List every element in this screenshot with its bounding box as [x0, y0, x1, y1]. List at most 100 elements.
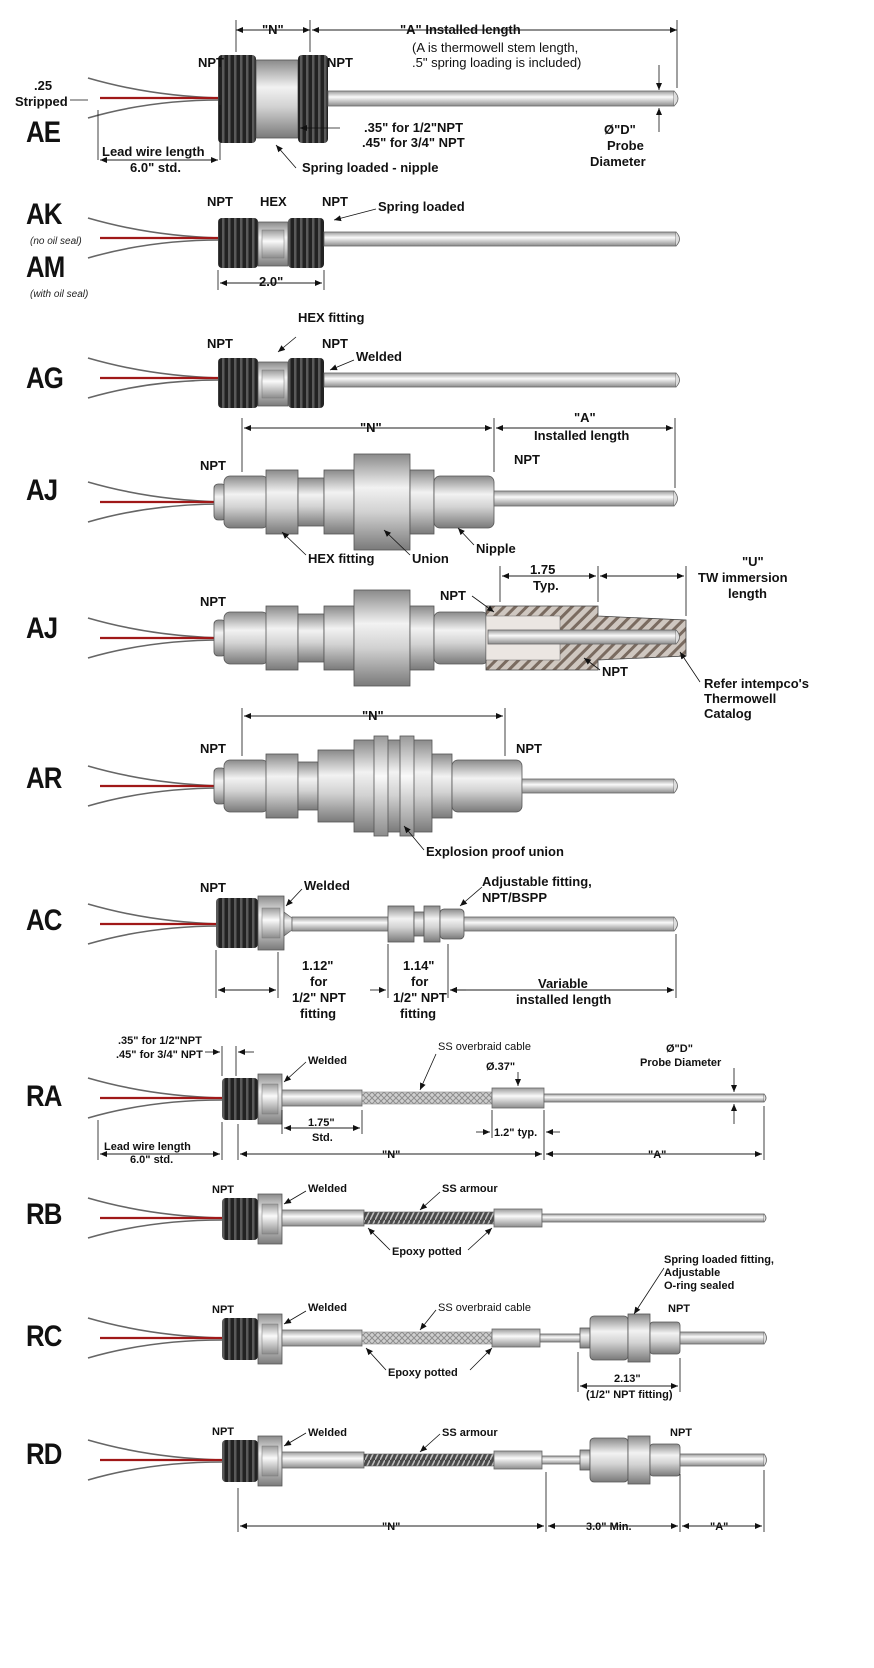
ac-dim1-for: for — [310, 974, 327, 989]
ra-std-value: 1.75" — [308, 1117, 335, 1129]
aj2-length: length — [728, 586, 767, 601]
model-note-am: (with oil seal) — [30, 289, 89, 300]
model-code-ak: AK — [26, 198, 62, 231]
rd-armour-label: SS armour — [442, 1427, 498, 1439]
rc-epoxy-label: Epoxy potted — [388, 1367, 458, 1379]
aj1-npt-left: NPT — [200, 458, 226, 473]
rc-cable-label: SS overbraid cable — [438, 1302, 531, 1314]
rc-assembly — [87, 1267, 767, 1392]
aj2-npt-left: NPT — [200, 594, 226, 609]
ra-cable-label: SS overbraid cable — [438, 1041, 531, 1053]
rc-spring3: O-ring sealed — [664, 1280, 734, 1292]
rd-welded-label: Welded — [308, 1427, 347, 1439]
rc-npt-left: NPT — [212, 1304, 234, 1316]
rb-assembly — [87, 1190, 767, 1251]
rd-assembly — [87, 1432, 767, 1532]
aj2-refer3: Catalog — [704, 706, 752, 721]
model-code-ar: AR — [26, 762, 62, 795]
model-code-aj-1: AJ — [26, 474, 58, 507]
ra-n-dim: "N" — [382, 1149, 400, 1161]
ar-npt-right: NPT — [516, 741, 542, 756]
aj2-refer2: Thermowell — [704, 691, 776, 706]
ae-d-label: Ø"D" — [604, 122, 636, 137]
rd-npt-left: NPT — [212, 1426, 234, 1438]
rd-n-dim: "N" — [382, 1521, 400, 1533]
aj1-assembly — [87, 418, 678, 556]
ra-assembly — [87, 1046, 767, 1160]
ac-variable: Variable — [538, 976, 588, 991]
ae-npt-left: NPT — [198, 55, 224, 70]
rb-welded-label: Welded — [308, 1183, 347, 1195]
rc-dim-label: (1/2" NPT fitting) — [586, 1389, 673, 1401]
rd-min-label: 3.0" Min. — [586, 1521, 632, 1533]
ag-assembly — [87, 336, 680, 408]
aj1-npt-right: NPT — [514, 452, 540, 467]
rd-npt-right: NPT — [670, 1427, 692, 1439]
rc-spring1: Spring loaded fitting, — [664, 1254, 774, 1266]
ac-dim2-fitting: fitting — [400, 1006, 436, 1021]
model-code-rb: RB — [26, 1198, 62, 1231]
ae-n-dim: "N" — [262, 22, 284, 37]
aj1-installed-length: Installed length — [534, 428, 629, 443]
aj2-typ-value: 1.75 — [530, 562, 555, 577]
ac-adjustable1: Adjustable fitting, — [482, 874, 592, 889]
ae-assembly — [70, 20, 679, 169]
ac-adjustable2: NPT/BSPP — [482, 890, 547, 905]
rc-npt-right: NPT — [668, 1303, 690, 1315]
ag-npt-right: NPT — [322, 336, 348, 351]
aj2-npt-bottom: NPT — [602, 664, 628, 679]
ak-spring-label: Spring loaded — [378, 199, 465, 214]
ae-stripped-value: .25 — [34, 78, 52, 93]
ar-n-dim: "N" — [362, 708, 384, 723]
ra-probe-diameter: Probe Diameter — [640, 1057, 722, 1069]
ac-dim2-for: for — [411, 974, 428, 989]
ra-phi-label: Ø.37" — [486, 1061, 515, 1073]
ac-dim1-npt: 1/2" NPT — [292, 990, 346, 1005]
ak-dim-label: 2.0" — [259, 274, 283, 289]
ar-union-label: Explosion proof union — [426, 844, 564, 859]
model-note-ak: (no oil seal) — [30, 236, 82, 247]
ak-npt-left: NPT — [207, 194, 233, 209]
rc-dim-value: 2.13" — [614, 1373, 641, 1385]
ar-npt-left: NPT — [200, 741, 226, 756]
ra-d-label: Ø"D" — [666, 1043, 693, 1055]
ae-a-note2: .5" spring loading is included) — [412, 55, 581, 70]
aj2-npt-mid: NPT — [440, 588, 466, 603]
ag-npt-left: NPT — [207, 336, 233, 351]
ac-npt: NPT — [200, 880, 226, 895]
model-code-aj-2: AJ — [26, 612, 58, 645]
ae-npt-length1: .35" for 1/2"NPT — [364, 120, 463, 135]
aj1-nipple-label: Nipple — [476, 541, 516, 556]
ac-dim2-npt: 1/2" NPT — [393, 990, 447, 1005]
model-code-ac: AC — [26, 904, 62, 937]
aj1-hex-label: HEX fitting — [308, 551, 374, 566]
ae-diameter-label: Diameter — [590, 154, 646, 169]
aj2-refer1: Refer intempco's — [704, 676, 809, 691]
rb-armour-label: SS armour — [442, 1183, 498, 1195]
model-code-am: AM — [26, 251, 65, 284]
ac-assembly — [87, 886, 678, 998]
aj2-u-dim: "U" — [742, 554, 764, 569]
ae-lead-std: 6.0" std. — [130, 160, 181, 175]
model-code-rc: RC — [26, 1320, 62, 1353]
model-code-rd: RD — [26, 1438, 62, 1471]
ac-installed-length: installed length — [516, 992, 611, 1007]
rd-a-dim: "A" — [710, 1521, 728, 1533]
ae-spring-label: Spring loaded - nipple — [302, 160, 439, 175]
rc-welded-label: Welded — [308, 1302, 347, 1314]
ra-npt-length1: .35" for 1/2"NPT — [118, 1035, 202, 1047]
model-code-ra: RA — [26, 1080, 62, 1113]
ag-hex-label: HEX fitting — [298, 310, 364, 325]
ae-stripped-label: Stripped — [15, 94, 68, 109]
ae-probe-label: Probe — [607, 138, 644, 153]
aj1-a-dim: "A" — [574, 410, 596, 425]
ar-assembly — [87, 708, 678, 851]
ra-lead-std: 6.0" std. — [130, 1154, 173, 1166]
ra-a-dim: "A" — [648, 1149, 666, 1161]
ae-a-note1: (A is thermowell stem length, — [412, 40, 578, 55]
ae-npt-right: NPT — [327, 55, 353, 70]
aj2-assembly — [87, 566, 701, 687]
rb-npt: NPT — [212, 1184, 234, 1196]
ak-npt-right: NPT — [322, 194, 348, 209]
ra-lead-length: Lead wire length — [104, 1141, 191, 1153]
